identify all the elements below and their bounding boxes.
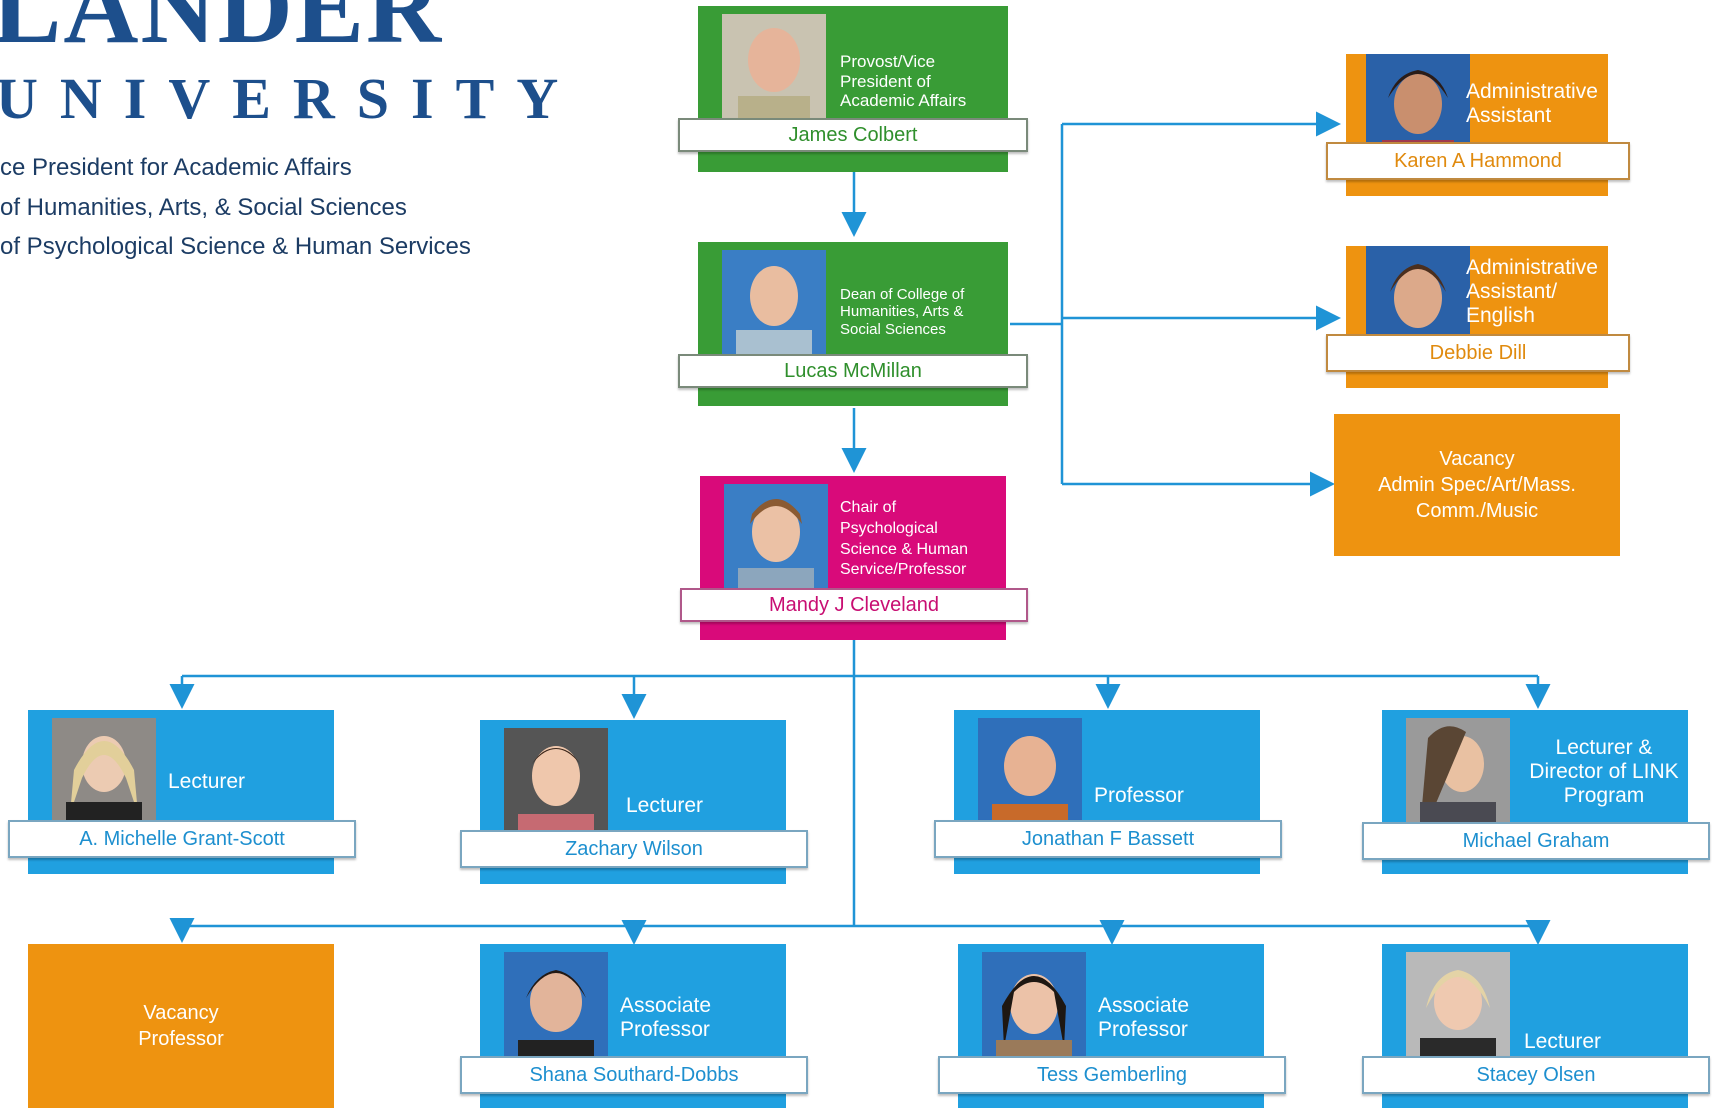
admin-title-1: Administrative Assistant [1466, 80, 1598, 128]
faculty-title-7: Lecturer [1524, 1030, 1602, 1053]
faculty-vacancy-line-1: Vacancy [143, 1002, 219, 1024]
provost-photo [722, 14, 826, 118]
faculty-photo-7 [1406, 952, 1510, 1056]
faculty-name-3: Jonathan F Bassett [934, 820, 1282, 858]
faculty-vacancy-line-2: Professor [138, 1028, 224, 1050]
admin-vacancy-line-3: Comm./Music [1415, 500, 1539, 522]
logo-wordmark: LANDER [0, 0, 444, 65]
faculty-photo-5 [504, 952, 608, 1056]
admin-vacancy-card: Vacancy Admin Spec/Art/Mass. Comm./Music [1334, 414, 1620, 556]
faculty-title-1: Lecturer [168, 770, 246, 793]
faculty-title-3: Professor [1094, 784, 1184, 807]
chair-title: Chair of Psychological Science & Human S… [840, 499, 969, 579]
admin-name-1: Karen A Hammond [1326, 142, 1630, 180]
faculty-vacancy-card: Vacancy Professor [28, 944, 334, 1108]
faculty-title-6: Associate Professor [1098, 994, 1190, 1042]
admin-name-2: Debbie Dill [1326, 334, 1630, 372]
faculty-title-2: Lecturer [626, 794, 704, 817]
faculty-name-5: Shana Southard-Dobbs [460, 1056, 808, 1094]
dean-photo [722, 250, 826, 354]
faculty-photo-3 [978, 718, 1082, 822]
provost-name: James Colbert [678, 118, 1028, 152]
faculty-photo-6 [982, 952, 1086, 1056]
chair-photo [724, 484, 828, 588]
faculty-name-4: Michael Graham [1362, 822, 1710, 860]
faculty-title-4: Lecturer & Director of LINK Program [1529, 736, 1679, 808]
faculty-title-5: Associate Professor [620, 994, 712, 1042]
dean-name: Lucas McMillan [678, 354, 1028, 388]
legend-line-2: of Humanities, Arts, & Social Sciences [0, 194, 407, 221]
legend-line-3: of Psychological Science & Human Service… [0, 233, 471, 260]
provost-title: Provost/Vice President of Academic Affai… [840, 52, 967, 111]
chair-name: Mandy J Cleveland [680, 588, 1028, 622]
faculty-photo-2 [504, 728, 608, 832]
admin-vacancy-line-1: Vacancy [1439, 448, 1515, 470]
admin-title-2: Administrative Assistant/ English [1466, 256, 1598, 328]
admin-vacancy-line-2: Admin Spec/Art/Mass. [1378, 474, 1576, 496]
faculty-photo-1 [52, 718, 156, 822]
faculty-name-7: Stacey Olsen [1362, 1056, 1710, 1094]
legend-line-1: ce President for Academic Affairs [0, 154, 352, 181]
faculty-name-6: Tess Gemberling [938, 1056, 1286, 1094]
faculty-name-2: Zachary Wilson [460, 830, 808, 868]
faculty-photo-4 [1406, 718, 1510, 822]
dean-title: Dean of College of Humanities, Arts & So… [840, 286, 965, 338]
faculty-card-3: Professor [954, 710, 1260, 874]
logo-university: UNIVERSITY [0, 66, 581, 131]
faculty-name-1: A. Michelle Grant-Scott [8, 820, 356, 858]
